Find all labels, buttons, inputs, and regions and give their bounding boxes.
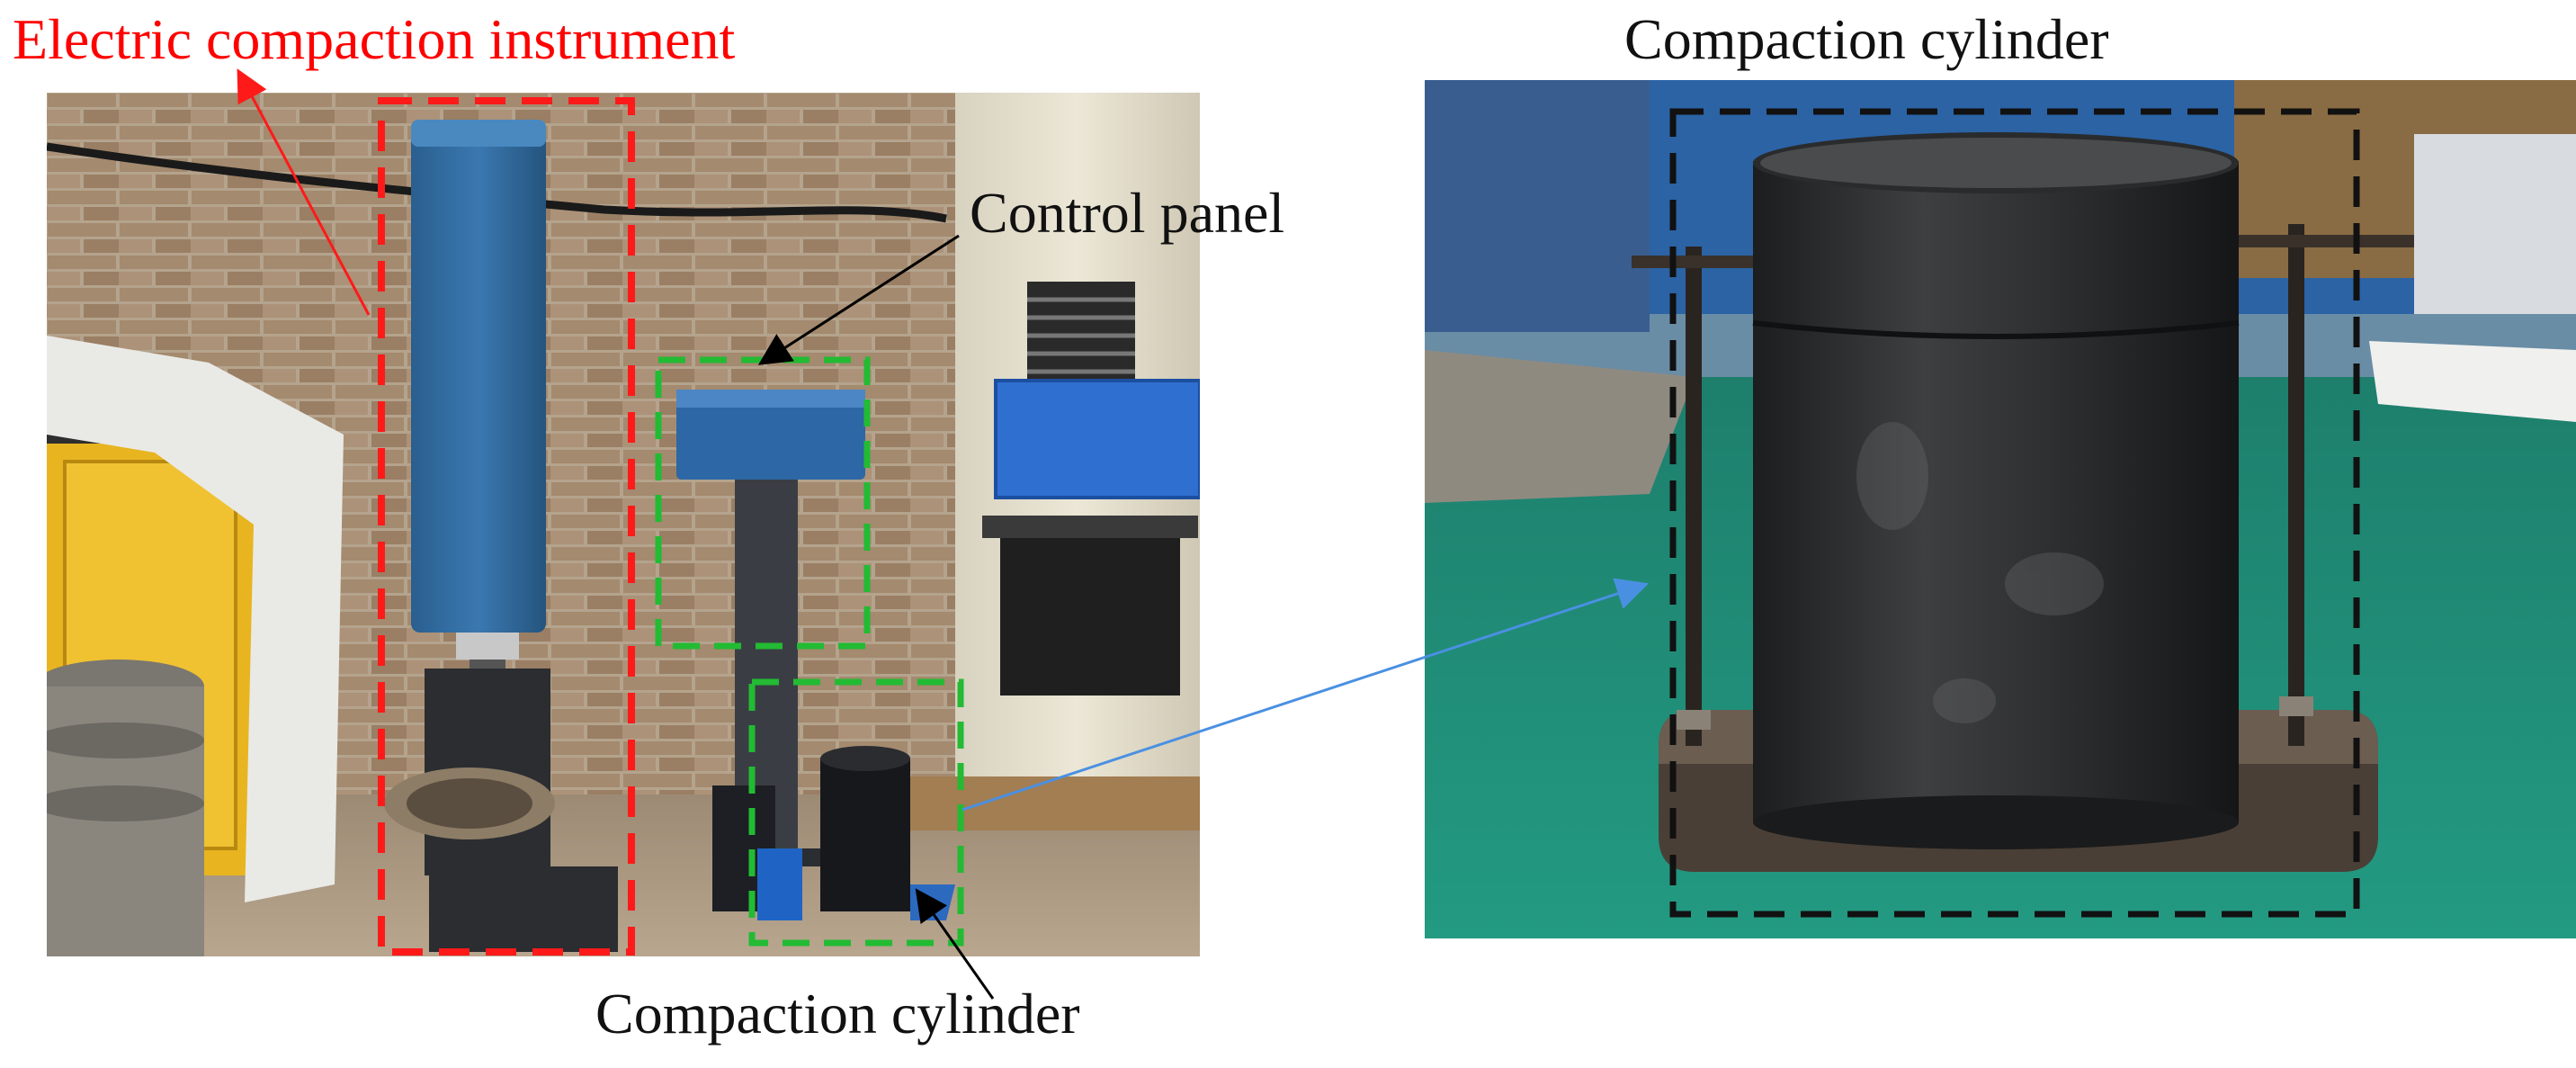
label-compaction-cylinder-right: Compaction cylinder — [1624, 7, 2109, 71]
label-control-panel: Control panel — [970, 181, 1285, 245]
label-electric-compaction-instrument: Electric compaction instrument — [13, 7, 736, 71]
cylinder-photo — [1425, 80, 2576, 938]
label-compaction-cylinder-left: Compaction cylinder — [595, 982, 1080, 1046]
cylinder-drawing — [1425, 80, 2576, 938]
